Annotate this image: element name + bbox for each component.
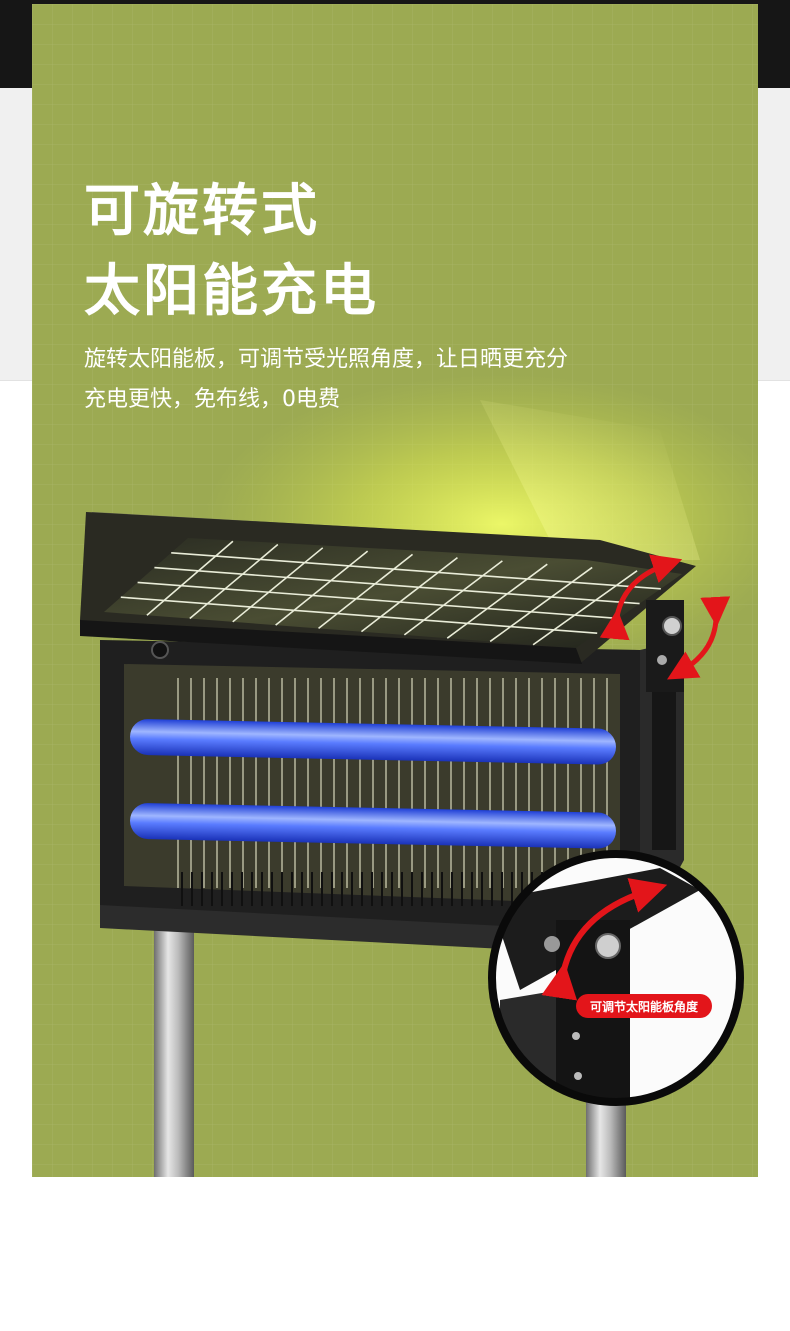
light-sensor <box>151 641 169 659</box>
solar-cell-line <box>171 552 661 590</box>
solar-cell-line <box>360 557 458 633</box>
solar-panel-edge <box>80 620 582 664</box>
solar-cell-line <box>120 596 598 634</box>
zoom-callout-ring <box>488 850 744 1106</box>
callout-label: 可调节太阳能板角度 <box>590 999 699 1014</box>
rotate-arrow-icon <box>599 554 683 641</box>
solar-cell-line <box>446 563 548 639</box>
solar-cell-grid <box>120 540 661 646</box>
solar-cell-line <box>275 550 369 626</box>
solar-cell-line <box>146 540 234 616</box>
zoom-callout <box>492 854 740 1102</box>
description-line-2: 充电更快，免布线，0电费 <box>84 387 340 412</box>
rotate-arrow-icon <box>667 596 731 680</box>
hinge-screw <box>657 655 667 665</box>
uv-tube-bottom <box>130 803 616 849</box>
solar-cell-line <box>489 566 593 643</box>
headline-line-1: 可旋转式 <box>84 179 320 244</box>
side-vent <box>652 690 676 850</box>
uv-tube-top <box>130 719 616 765</box>
hinge-bracket <box>646 600 684 692</box>
wing-nut <box>662 616 682 636</box>
light-beam <box>480 400 700 560</box>
description: 旋转太阳能板，可调节受光照角度，让日晒更充分 充电更快，免布线，0电费 <box>84 340 704 420</box>
callout-label-pill <box>576 994 712 1018</box>
headline: 可旋转式 太阳能充电 <box>84 172 504 332</box>
support-pole-left <box>154 915 194 1177</box>
solar-cell-line <box>403 560 503 636</box>
solar-cell-line <box>318 553 414 629</box>
solar-panel-cells <box>104 538 682 648</box>
description-line-1: 旋转太阳能板，可调节受光照角度，让日晒更充分 <box>84 347 569 372</box>
headline-line-2: 太阳能充电 <box>84 259 379 324</box>
solar-cell-line <box>189 543 279 620</box>
solar-cell-line <box>154 566 640 605</box>
solar-cell-line <box>232 547 324 623</box>
solar-cell-line <box>137 581 619 620</box>
